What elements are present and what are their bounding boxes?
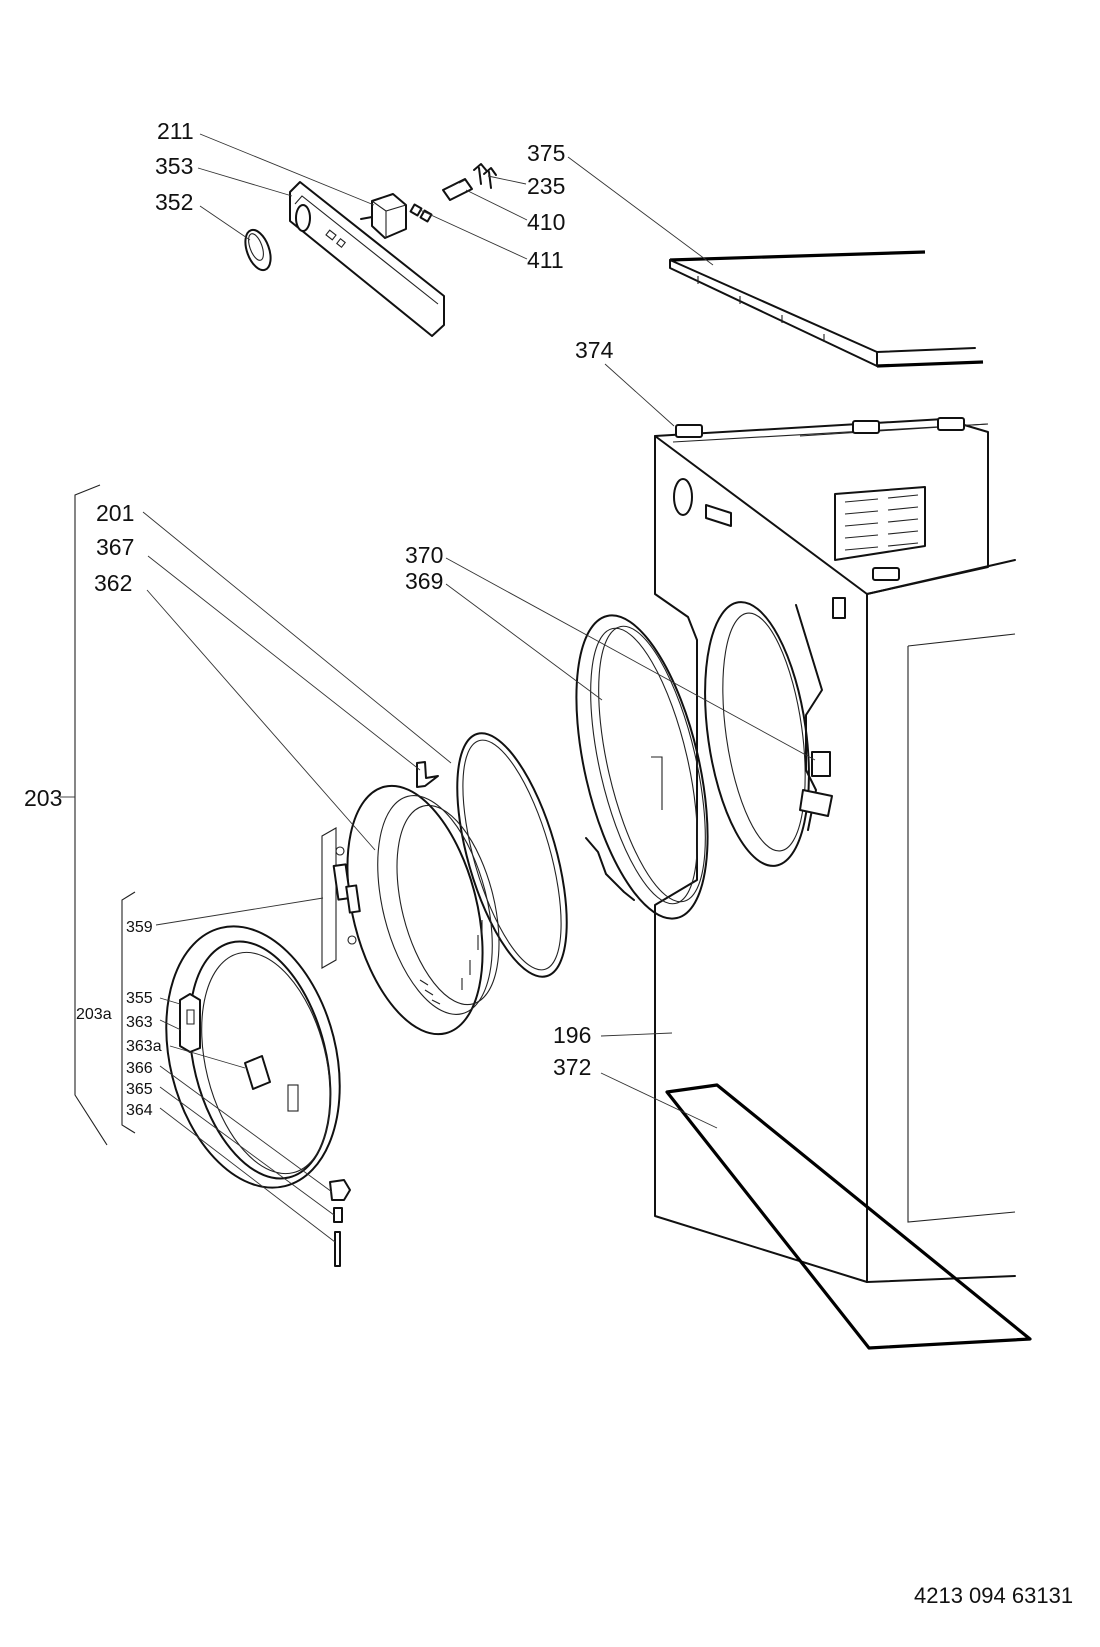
small-clip bbox=[409, 203, 433, 223]
door-label-plate bbox=[244, 1055, 271, 1090]
label-362: 362 bbox=[94, 570, 132, 596]
hinge-pin-clip bbox=[416, 761, 439, 788]
lamp-contacts bbox=[473, 163, 497, 189]
leader-lines bbox=[142, 133, 816, 1243]
base-plate bbox=[665, 1083, 1032, 1350]
tub-clamp-ring bbox=[575, 614, 709, 920]
door-seal-ring bbox=[456, 732, 568, 978]
label-366: 366 bbox=[126, 1060, 153, 1077]
label-201: 201 bbox=[96, 500, 134, 526]
corner-pad bbox=[852, 420, 880, 434]
label-353: 353 bbox=[155, 153, 193, 179]
catch-pin bbox=[334, 1231, 341, 1267]
label-411: 411 bbox=[527, 247, 564, 273]
top-lid bbox=[669, 250, 984, 368]
panel-hole bbox=[673, 478, 693, 516]
label-363a: 363a bbox=[126, 1038, 162, 1055]
label-365: 365 bbox=[126, 1081, 153, 1098]
label-369: 369 bbox=[405, 568, 443, 594]
catch-spring bbox=[333, 1207, 343, 1223]
panel-slot bbox=[705, 504, 732, 527]
indicator-holder bbox=[442, 178, 473, 201]
label-359: 359 bbox=[126, 919, 153, 936]
hinge-pad bbox=[287, 1084, 299, 1112]
label-355: 355 bbox=[126, 990, 153, 1007]
label-374: 374 bbox=[575, 337, 614, 363]
door-inner-bowl bbox=[346, 784, 500, 1036]
label-352: 352 bbox=[155, 189, 193, 215]
cabinet-porthole bbox=[704, 601, 833, 867]
door-hinge bbox=[321, 827, 361, 969]
door-catch bbox=[811, 751, 831, 777]
document-number: 4213 094 63131 bbox=[914, 1583, 1073, 1608]
cabinet-body bbox=[654, 417, 1016, 1283]
label-375: 375 bbox=[527, 140, 565, 166]
label-196: 196 bbox=[553, 1022, 591, 1048]
side-slot bbox=[832, 597, 846, 619]
label-363: 363 bbox=[126, 1014, 153, 1031]
label-370: 370 bbox=[405, 542, 443, 568]
door-catch-hook bbox=[329, 1179, 351, 1201]
label-211: 211 bbox=[157, 118, 194, 144]
switch-block bbox=[360, 193, 407, 239]
label-367: 367 bbox=[96, 534, 134, 560]
corner-pad bbox=[937, 417, 965, 431]
door-handle bbox=[179, 993, 201, 1053]
corner-pad bbox=[872, 567, 900, 581]
assembly-bracket-203 bbox=[74, 484, 108, 1146]
corner-pad bbox=[675, 424, 703, 438]
label-372: 372 bbox=[553, 1054, 591, 1080]
label-203: 203 bbox=[24, 785, 62, 811]
label-235: 235 bbox=[527, 173, 565, 199]
control-panel-strip bbox=[289, 181, 445, 337]
program-knob bbox=[244, 228, 272, 272]
label-203a: 203a bbox=[76, 1006, 112, 1023]
label-410: 410 bbox=[527, 209, 565, 235]
label-364: 364 bbox=[126, 1102, 153, 1119]
door-outer-frame bbox=[165, 925, 341, 1189]
vent-grille bbox=[834, 486, 926, 561]
assembly-bracket-203a bbox=[121, 891, 136, 1134]
